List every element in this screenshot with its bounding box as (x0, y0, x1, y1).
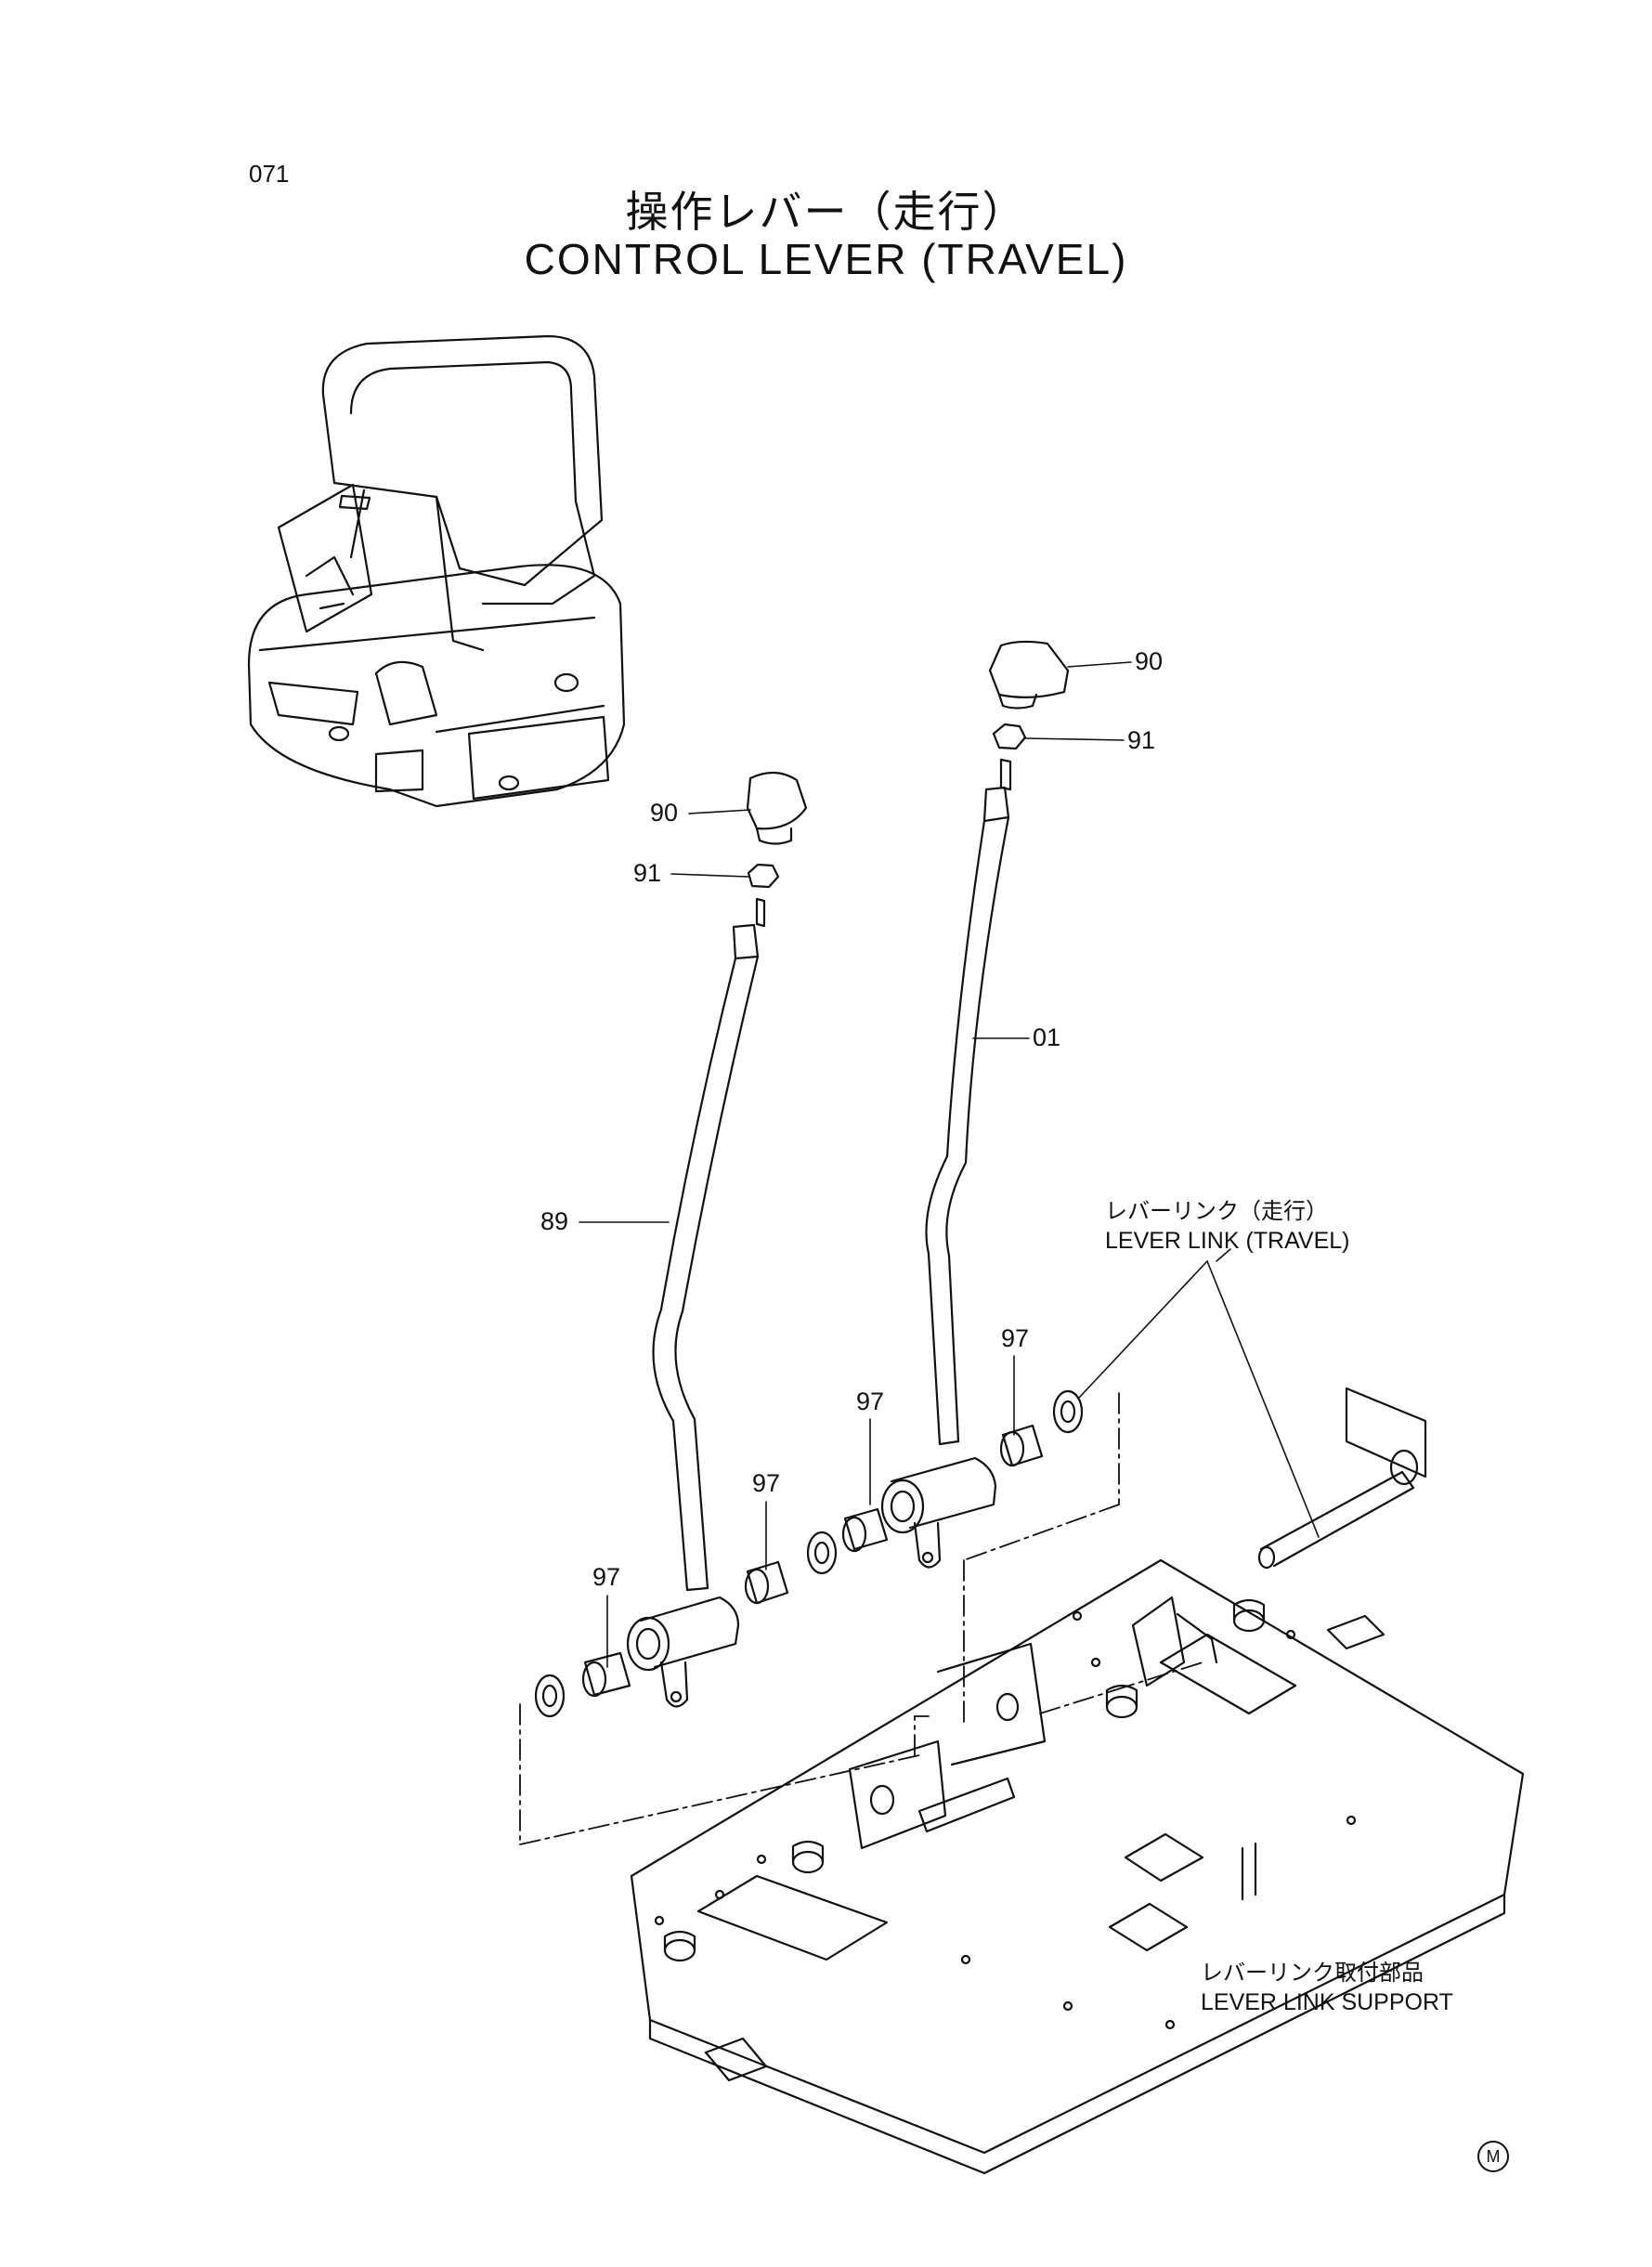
callout-lever-left: 89 (540, 1207, 569, 1235)
lever-link-label-japanese: レバーリンク（走行） (1105, 1198, 1328, 1224)
callout-knob-right: 90 (1135, 647, 1164, 675)
callout-lever-right: 01 (1033, 1023, 1061, 1051)
corner-mark: M (1477, 2141, 1509, 2172)
left-lever-assembly (626, 771, 808, 1708)
bushings-and-washers (534, 1389, 1084, 1718)
lever-link-support-plate (630, 1558, 1525, 2175)
callout-leader-lines (579, 661, 1320, 1668)
callout-bushing-b: 97 (856, 1388, 885, 1415)
lever-link-pin (1257, 1387, 1427, 1570)
lever-link-support-label: レバーリンク取付部品 LEVER LINK SUPPORT (1201, 1958, 1453, 2017)
lever-link-support-label-english: LEVER LINK SUPPORT (1201, 1989, 1453, 2015)
page-title-english: CONTROL LEVER (TRAVEL) (524, 235, 1128, 283)
excavator-cab-thumbnail (247, 334, 626, 808)
page-number: 071 (249, 160, 290, 188)
callout-bushing-d: 97 (592, 1563, 621, 1591)
lever-link-label: レバーリンク（走行） LEVER LINK (TRAVEL) (1105, 1196, 1350, 1256)
right-lever-assembly (880, 640, 1070, 1569)
lever-link-support-label-japanese: レバーリンク取付部品 (1201, 1960, 1424, 1986)
callout-bushing-c: 97 (752, 1469, 781, 1497)
page-title-japanese: 操作レバー（走行） (625, 187, 1027, 237)
callout-nut-left: 91 (633, 859, 662, 887)
lever-link-label-english: LEVER LINK (TRAVEL) (1105, 1228, 1350, 1254)
callout-knob-left: 90 (650, 799, 679, 827)
callout-bushing-a: 97 (1001, 1324, 1030, 1352)
callout-nut-right: 91 (1127, 726, 1156, 754)
assembly-alignment-lines (519, 1392, 1203, 1845)
